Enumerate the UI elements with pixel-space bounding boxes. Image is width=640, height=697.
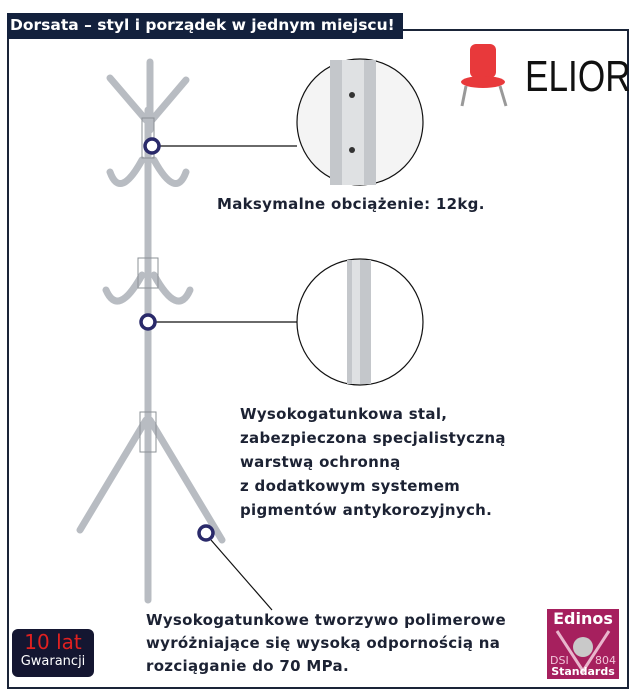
page-title: Dorsata – styl i porządek w jednym miejs… bbox=[7, 13, 403, 39]
feature-line: Maksymalne obciążenie: 12kg. bbox=[217, 195, 485, 213]
feature-line: Wysokogatunkowa stal, bbox=[240, 405, 448, 423]
certificate-name: Edinos bbox=[553, 609, 613, 628]
checkmark-icon bbox=[555, 630, 611, 674]
certificate-code: DSI bbox=[550, 654, 569, 667]
warranty-label: Gwarancji bbox=[20, 654, 86, 669]
feature-line: wyróżniające się wysoką odpornością na bbox=[146, 634, 501, 652]
brand-logo: ELIOR bbox=[525, 52, 631, 101]
certificate-label: Standards bbox=[551, 665, 615, 678]
markers bbox=[139, 137, 215, 542]
feature-line: Wysokogatunkowe tworzywo polimerowe bbox=[146, 611, 506, 629]
certificate-number: 804 bbox=[595, 654, 616, 667]
feature-line: zabezpieczona specjalistyczną bbox=[240, 429, 506, 447]
chair-icon bbox=[460, 44, 508, 107]
warranty-badge: 10 lat Gwarancji bbox=[12, 629, 94, 677]
feature-line: pigmentów antykorozyjnych. bbox=[240, 501, 493, 519]
certificate-badge: Edinos DSI 804 Standards bbox=[547, 609, 619, 679]
feature-line: warstwą ochronną bbox=[240, 453, 401, 471]
feature-line: rozciąganie do 70 MPa. bbox=[146, 657, 349, 675]
warranty-years: 10 lat bbox=[24, 630, 82, 654]
feature-steel: Wysokogatunkowa stal, zabezpieczona spec… bbox=[240, 402, 506, 522]
zoom-detail-middle bbox=[296, 258, 424, 386]
zoom-detail-top bbox=[296, 58, 424, 186]
feature-load: Maksymalne obciążenie: 12kg. bbox=[217, 192, 485, 216]
feature-polymer: Wysokogatunkowe tworzywo polimerowe wyró… bbox=[146, 609, 506, 678]
feature-line: z dodatkowym systemem bbox=[240, 477, 461, 495]
